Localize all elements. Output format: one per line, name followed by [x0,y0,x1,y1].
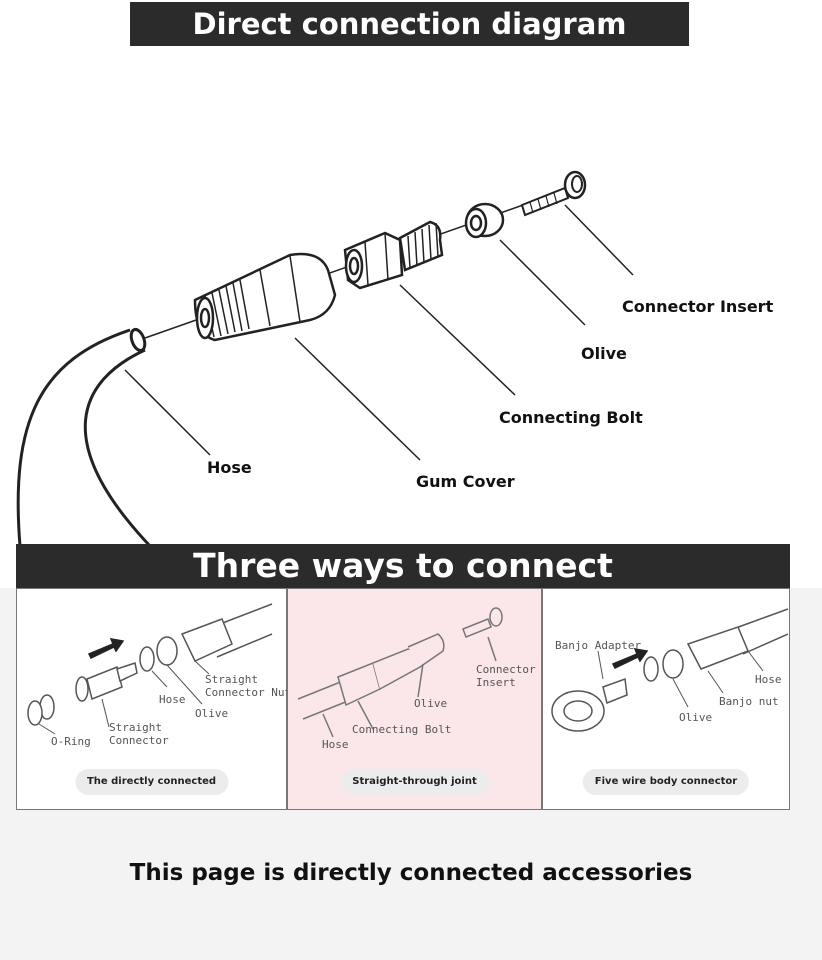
p3-label-banjo-nut: Banjo nut [719,695,779,708]
p1-label-o-ring: O-Ring [51,735,91,748]
exploded-diagram [16,170,634,546]
p1-label-straight-connector-nut: Straight Connector Nut [205,673,292,699]
gum-cover-drawing [193,252,337,342]
label-olive: Olive [581,344,627,363]
label-hose: Hose [207,458,252,477]
footer-text: This page is directly connected accessor… [129,860,693,886]
panel-five-wire-body: Banjo Adapter Olive Banjo nut Hose Five … [542,588,790,810]
section-title-banner: Three ways to connect [16,544,790,588]
section-title-text: Three ways to connect [193,546,613,585]
panel-2-drawing [297,607,503,738]
p1-label-straight-connector: Straight Connector [109,721,169,747]
label-gum-cover: Gum Cover [416,472,515,491]
p2-caption: Straight-through joint [340,769,489,795]
bottom-zone: O-Ring Straight Connector Hose Olive Str… [0,588,822,960]
label-connecting-bolt: Connecting Bolt [499,408,643,427]
panel-straight-through-joint: Hose Connecting Bolt Olive Connector Ins… [287,588,542,810]
p3-label-banjo-adapter: Banjo Adapter [555,639,642,652]
leader-lines [124,204,634,461]
olive-drawing [464,202,505,239]
p3-label-olive: Olive [679,711,713,724]
panel-directly-connected: O-Ring Straight Connector Hose Olive Str… [16,588,291,810]
p1-label-olive: Olive [195,707,229,720]
p2-label-olive: Olive [414,697,448,710]
p3-label-hose: Hose [755,673,782,686]
connecting-bolt-drawing [343,220,444,290]
label-connector-insert: Connector Insert [622,297,774,316]
hose-drawing [16,327,152,546]
top-title-banner: Direct connection diagram [130,2,689,46]
p1-label-hose: Hose [159,693,186,706]
p2-label-connector-insert: Connector Insert [476,663,536,689]
panel-1-drawing [27,603,273,735]
connector-insert-drawing [520,170,587,217]
p2-label-connecting-bolt: Connecting Bolt [352,723,452,736]
p3-caption: Five wire body connector [582,769,750,795]
p2-label-hose: Hose [322,738,349,751]
top-title-text: Direct connection diagram [192,7,627,41]
panel-3-drawing [551,608,789,732]
p1-caption: The directly connected [74,769,229,795]
